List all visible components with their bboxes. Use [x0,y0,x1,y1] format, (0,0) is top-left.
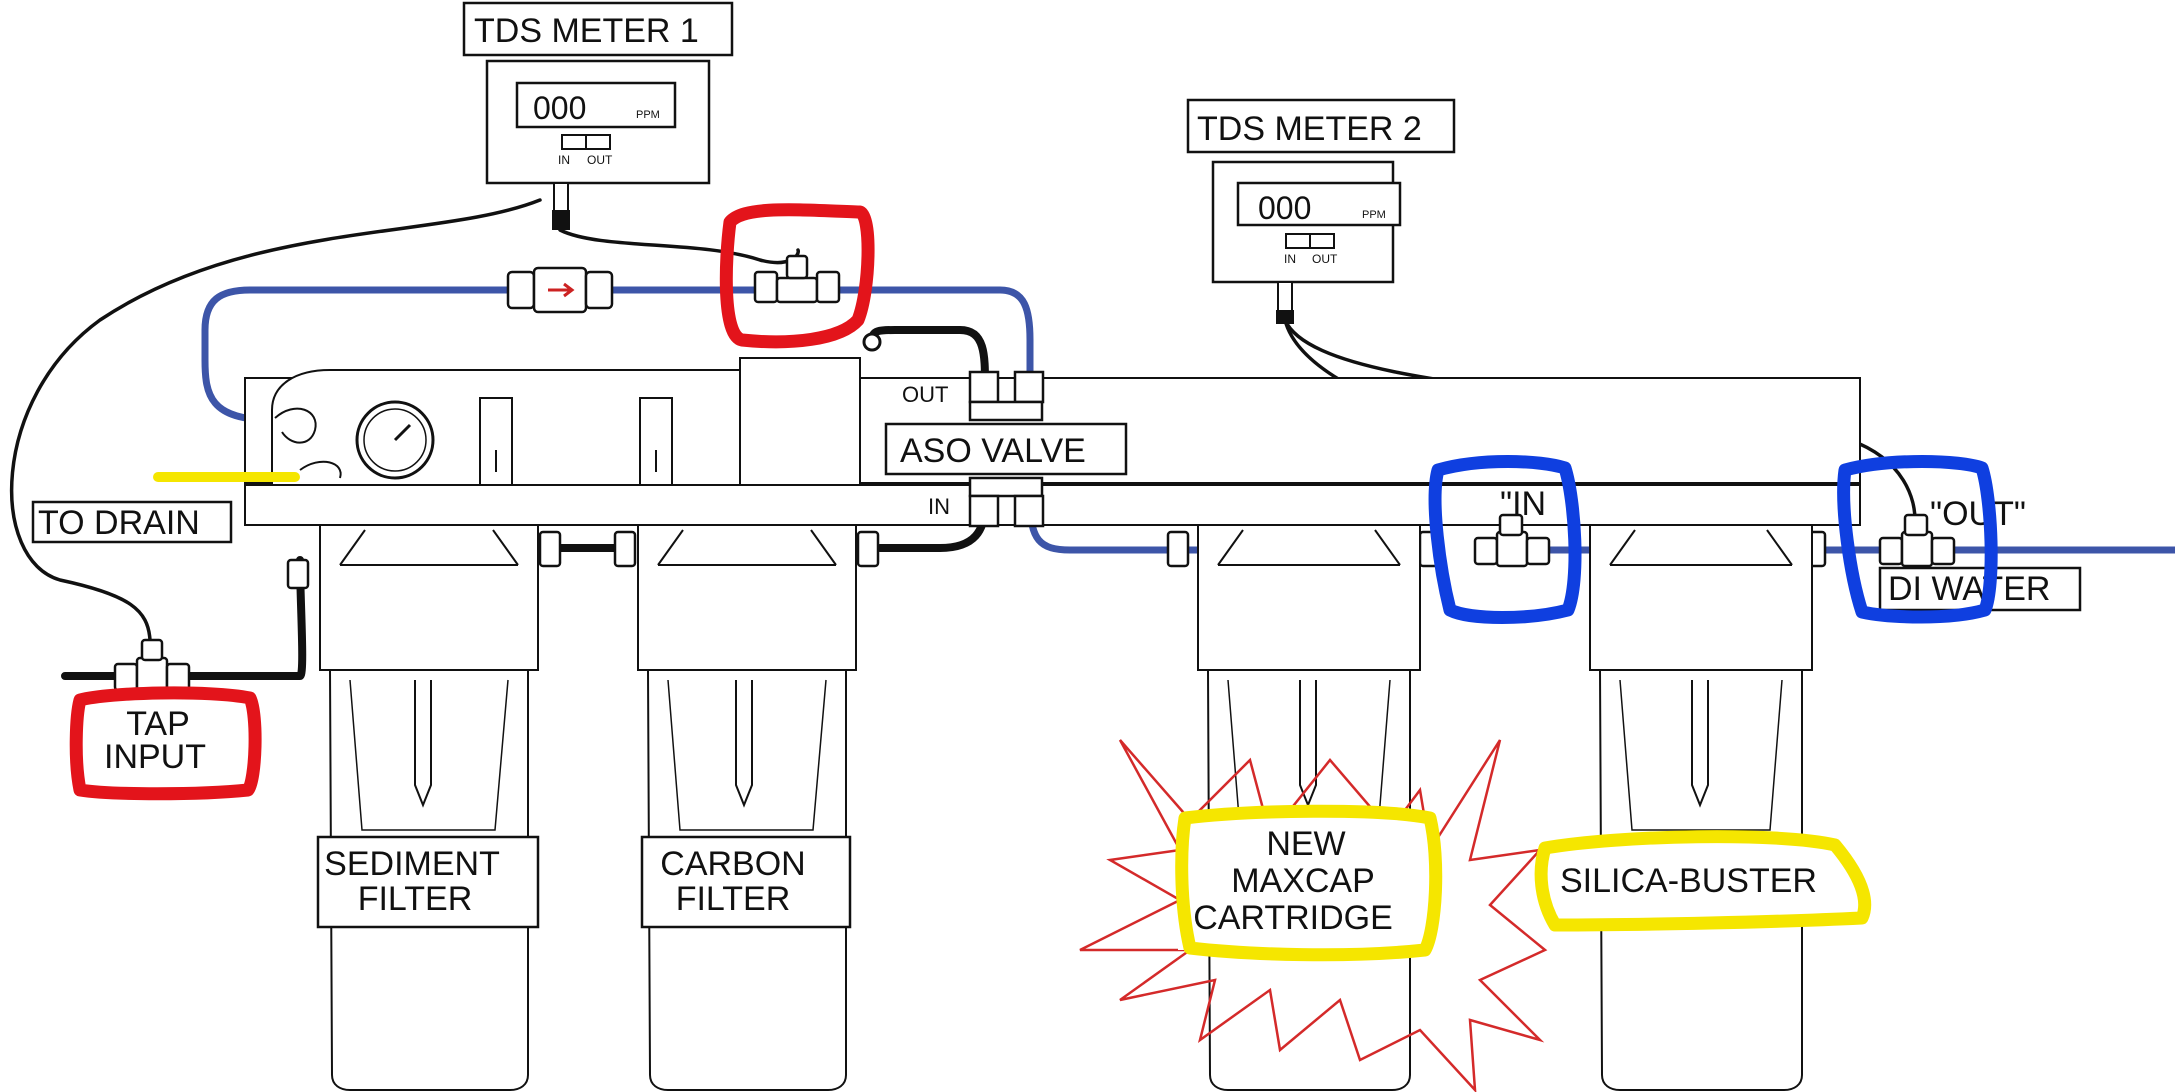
svg-text:SILICA-BUSTER: SILICA-BUSTER [1560,862,1817,900]
tds-meter-1-display [515,81,677,129]
svg-text:IN: IN [1284,252,1296,266]
svg-text:ASO VALVE: ASO VALVE [900,432,1086,470]
tds-meter-2-title-box [1186,98,1456,154]
tee-fitting-meter2-in [1473,513,1551,568]
svg-text:FILTER: FILTER [358,880,473,918]
meter-1-probe-wires [558,228,800,265]
svg-text:CARBON: CARBON [660,845,805,883]
blue-loop-tube [201,286,1034,424]
manifold-base [244,484,1861,526]
tap-input-label: TAP INPUT [104,705,206,776]
svg-text:SEDIMENT: SEDIMENT [324,845,500,883]
pressure-gauge [355,400,435,480]
red-highlight-tap-input [69,686,262,801]
svg-text:DI WATER: DI WATER [1888,570,2050,608]
check-valve-fitting [506,266,614,314]
tds-meter-2-reading: 000 [1258,190,1311,226]
manifold-windows [479,397,673,486]
aso-valve-label: ASO VALVE [884,422,1128,476]
yellow-highlight-maxcap [1175,804,1443,962]
red-highlight-tee-fitting [719,203,875,349]
blue-highlight-out-tee [1837,455,1998,624]
blue-highlight-in-tee [1428,455,1582,624]
yellow-highlight-silica [1534,830,1872,932]
tds-meter-1-title: TDS METER 1 [474,12,699,50]
valve-out-label: OUT [902,382,948,407]
svg-text:PPM: PPM [636,109,660,121]
tds-meter-2: TDS METER 2 000 PPM IN OUT [1186,98,1456,324]
svg-text:OUT: OUT [587,153,613,167]
svg-text:FILTER: FILTER [676,880,791,918]
svg-text:MAXCAP: MAXCAP [1231,862,1375,900]
carbon-filter-label: CARBON FILTER [640,835,852,929]
svg-text:NEW: NEW [1266,825,1345,863]
carbon-filter-housing [637,524,857,1091]
tds-meter-1-switch-in[interactable] [561,134,587,150]
tds-meter-2-display [1236,181,1402,227]
svg-text:PPM: PPM [1362,209,1386,221]
svg-text:OUT: OUT [1312,252,1338,266]
svg-text:TAP: TAP [126,705,190,743]
svg-text:TO DRAIN: TO DRAIN [38,504,200,542]
di-water-label: DI WATER [1878,566,2082,612]
out-tag-label: "OUT" [1930,495,2026,533]
svg-text:CARTRIDGE: CARTRIDGE [1193,899,1393,937]
tds-meter-1: TDS METER 1 000 PPM IN OUT [462,1,734,230]
tds-meter-2-switch-out[interactable] [1309,233,1335,249]
tee-fitting-tap-input [113,638,191,694]
sediment-filter-label: SEDIMENT FILTER [316,835,540,929]
svg-text:IN: IN [558,153,570,167]
svg-text:INPUT: INPUT [104,738,206,776]
tee-fitting-meter2-out [1878,513,1956,568]
valve-block-body [739,357,861,486]
maxcap-label: NEW MAXCAP CARTRIDGE [1178,815,1428,950]
tds-meter-1-switch-out[interactable] [585,134,611,150]
sediment-filter-housing [319,524,539,1091]
tds-meter-2-title: TDS METER 2 [1197,110,1422,148]
valve-in-label: IN [928,494,950,519]
silica-buster-label: SILICA-BUSTER [1540,845,1840,920]
tds-meter-2-switch-in[interactable] [1285,233,1311,249]
silica-filter-housing [1589,524,1813,1091]
tee-fitting-meter1-out [753,254,841,304]
tds-meter-1-title-box [462,1,734,57]
tds-meter-1-reading: 000 [533,90,586,126]
black-valve-tube [862,326,989,389]
aso-valve-fittings [968,370,1045,528]
to-drain-label: TO DRAIN [31,500,233,544]
in-tag-label: "IN [1500,485,1546,523]
